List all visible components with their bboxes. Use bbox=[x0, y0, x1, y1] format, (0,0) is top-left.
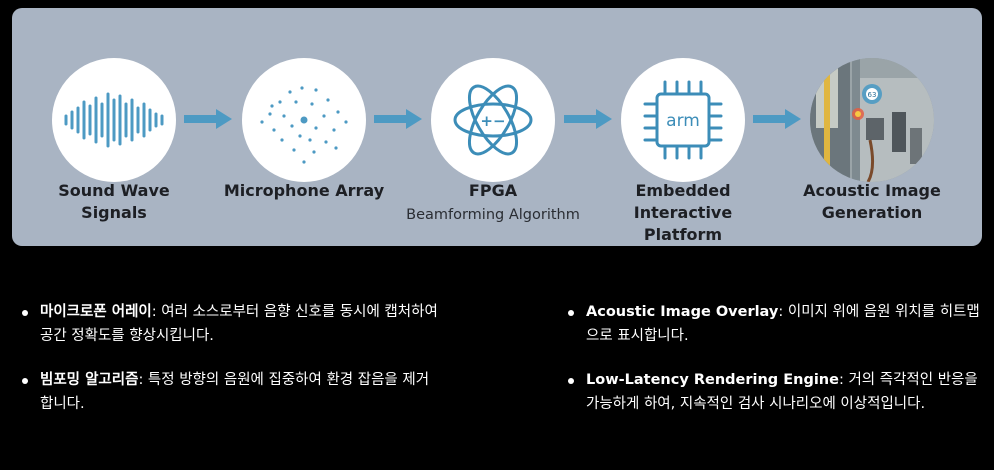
feature-list-left: 마이크로폰 어레이: 여러 소스로부터 음향 신호를 동시에 캡처하여 공간 정… bbox=[22, 300, 442, 436]
microphone-array-icon bbox=[260, 86, 348, 164]
bullet-dot bbox=[22, 310, 28, 316]
acoustic-image-photo: 63 bbox=[810, 58, 934, 182]
bullet-dot bbox=[568, 378, 574, 384]
fpga-circle: +− bbox=[431, 58, 555, 182]
embedded-circle: arm bbox=[621, 58, 745, 182]
feature-item: Acoustic Image Overlay: 이미지 위에 음원 위치를 히트… bbox=[568, 300, 984, 348]
feature-term: 마이크로폰 어레이 bbox=[40, 304, 152, 320]
acoustic-scene-image: 63 bbox=[810, 58, 934, 182]
stage-sublabel-fpga: Beamforming Algorithm bbox=[406, 207, 580, 223]
feature-desc: : 거의 즉각적인 반응을 가능하게 하여, 지속적인 검사 시나리오에 이상적… bbox=[586, 372, 978, 412]
feature-desc: : 이미지 위에 음원 위치를 히트맵으로 표시합니다. bbox=[586, 304, 980, 344]
stage-label-microphone-array: Microphone Array bbox=[223, 181, 385, 200]
feature-list-right: Acoustic Image Overlay: 이미지 위에 음원 위치를 히트… bbox=[568, 300, 984, 436]
microphone-array-circle bbox=[242, 58, 366, 182]
svg-text:+−: +− bbox=[480, 112, 505, 130]
sound-wave-icon bbox=[64, 92, 164, 148]
pipeline-panel: +− arm bbox=[12, 8, 982, 246]
marker-text: 63 bbox=[868, 91, 877, 99]
sound-wave-circle bbox=[52, 58, 176, 182]
feature-term: Acoustic Image Overlay bbox=[586, 304, 779, 320]
feature-term: Low-Latency Rendering Engine bbox=[586, 372, 839, 388]
bullet-dot bbox=[568, 310, 574, 316]
arm-text: arm bbox=[666, 111, 700, 131]
arrow-icon-3 bbox=[564, 109, 612, 129]
feature-term: 빔포밍 알고리즘 bbox=[40, 372, 139, 388]
atom-icon: +− bbox=[453, 84, 533, 156]
feature-item: 마이크로폰 어레이: 여러 소스로부터 음향 신호를 동시에 캡처하여 공간 정… bbox=[22, 300, 442, 348]
feature-desc: : 여러 소스로부터 음향 신호를 동시에 캡처하여 공간 정확도를 향상시킵니… bbox=[40, 304, 438, 344]
arrow-icon-2 bbox=[374, 109, 422, 129]
feature-desc: : 특정 방향의 음원에 집중하여 환경 잡음을 제거합니다. bbox=[40, 372, 430, 412]
arrow-icon-4 bbox=[753, 109, 801, 129]
arrow-icon-1 bbox=[184, 109, 232, 129]
bullet-dot bbox=[22, 378, 28, 384]
feature-item: 빔포밍 알고리즘: 특정 방향의 음원에 집중하여 환경 잡음을 제거합니다. bbox=[22, 368, 442, 416]
stage-label-fpga: FPGA Beamforming Algorithm bbox=[398, 180, 588, 225]
arm-chip-icon: arm bbox=[643, 80, 723, 160]
feature-item: Low-Latency Rendering Engine: 거의 즉각적인 반응… bbox=[568, 368, 984, 416]
